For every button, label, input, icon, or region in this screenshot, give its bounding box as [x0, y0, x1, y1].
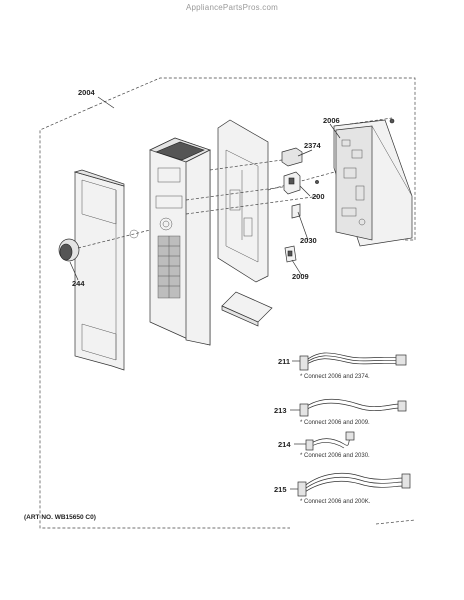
- harness-note-211: * Connect 2006 and 2374.: [300, 374, 370, 380]
- wire-harness-214: [294, 431, 355, 451]
- harness-label-211: 211: [278, 357, 290, 366]
- main-pcb-part: [315, 118, 413, 247]
- harness-label-213: 213: [274, 406, 287, 415]
- harness-note-213: * Connect 2006 and 2009.: [300, 420, 370, 426]
- art-number: (ART NO. WB15650 C0): [24, 514, 96, 521]
- harness-label-215: 215: [274, 485, 287, 494]
- part-label-244: 244: [72, 279, 85, 288]
- wire-harness-215: [290, 472, 411, 497]
- assembly-boundary: [39, 77, 416, 529]
- part-label-2004: 2004: [78, 88, 96, 97]
- wire-harness-211: [292, 352, 407, 371]
- panel-bracket: [217, 119, 269, 283]
- part-label-2030: 2030: [300, 236, 317, 245]
- part-label-2006: 2006: [323, 116, 340, 125]
- small-components: [281, 147, 303, 263]
- leader-lines: [69, 96, 341, 281]
- part-label-2009: 2009: [292, 272, 309, 281]
- part-label-200: 200: [312, 192, 325, 201]
- door-frame-part: [73, 169, 139, 371]
- knob-part: [58, 229, 151, 262]
- watermark: AppliancePartsPros.com: [186, 3, 278, 12]
- wire-harness-213: [290, 398, 407, 417]
- harness-label-214: 214: [278, 440, 291, 449]
- part-label-2374: 2374: [304, 141, 322, 150]
- keypad-membrane: [221, 291, 273, 327]
- control-panel-housing: [149, 137, 211, 346]
- harness-note-215: * Connect 2006 and 200K.: [300, 499, 371, 505]
- harness-note-214: * Connect 2006 and 2030.: [300, 453, 370, 459]
